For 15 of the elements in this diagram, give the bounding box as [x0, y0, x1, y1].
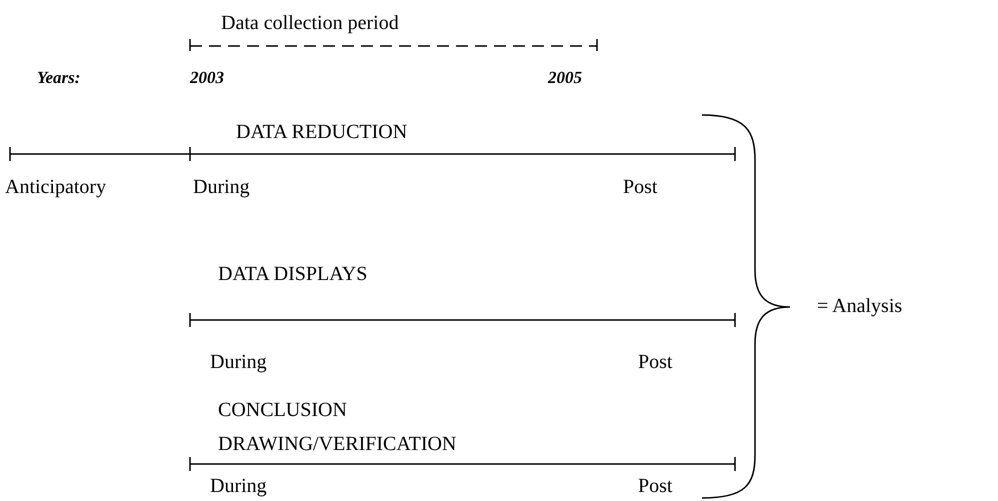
stage-label: Post [638, 350, 672, 374]
year-label: 2005 [548, 67, 582, 89]
phase-heading: DATA DISPLAYS [218, 262, 368, 286]
phase-heading: DATA REDUCTION [236, 120, 408, 144]
stage-label: Post [623, 175, 658, 199]
stage-label: Post [638, 474, 672, 498]
stage-label: Anticipatory [5, 175, 106, 199]
period-label: Data collection period [221, 11, 399, 35]
result-label: = Analysis [817, 294, 902, 318]
stage-label: During [210, 474, 267, 498]
phase-heading: CONCLUSION DRAWING/VERIFICATION [218, 398, 458, 457]
axis-label: Years: [37, 67, 80, 89]
stage-label: During [210, 350, 267, 374]
year-label: 2003 [190, 67, 224, 89]
stage-label: During [193, 175, 250, 199]
